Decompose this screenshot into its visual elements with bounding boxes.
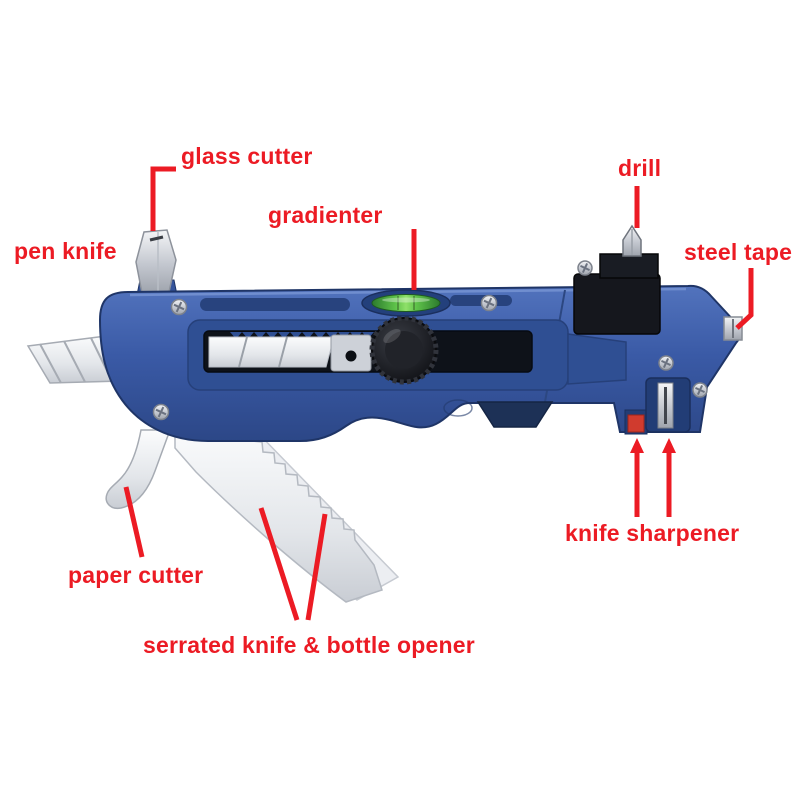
arrowhead-icon	[662, 438, 676, 453]
screw	[480, 294, 498, 312]
gradienter-vial	[361, 289, 451, 317]
screw	[658, 355, 674, 371]
locking-knob	[369, 315, 439, 385]
body-notch	[476, 401, 554, 428]
serrated-knife-blade	[174, 425, 383, 603]
drill-label: drill	[618, 155, 662, 181]
steel-tape-leader-line	[735, 268, 754, 330]
drill-bolt	[577, 260, 593, 276]
steel-tape-end	[723, 316, 743, 341]
pen-knife-label: pen knife	[14, 238, 117, 264]
glass-cutter-label: glass cutter	[181, 143, 313, 169]
drill-assembly	[573, 224, 661, 335]
serrated-knife-label: serrated knife & bottle opener	[143, 632, 475, 658]
serrated-leader-line-2	[305, 513, 328, 621]
arrowhead-icon	[630, 438, 644, 453]
knife-sharpener-label: knife sharpener	[565, 520, 740, 546]
screw	[692, 382, 708, 398]
leader-lines	[123, 166, 754, 621]
sharpener-red-insert	[627, 414, 645, 433]
glass-cutter-leader-line	[150, 166, 176, 231]
paper-cutter-blade	[105, 429, 172, 510]
gradienter-label: gradienter	[268, 202, 383, 228]
paper-cutter-label: paper cutter	[68, 562, 204, 588]
paper-cutter-leader-line	[123, 486, 145, 558]
screw	[170, 298, 188, 316]
top-groove	[200, 298, 350, 311]
snap-off-blade	[208, 336, 335, 368]
glass-cutter-head	[135, 229, 179, 301]
knife-sharpener-slot	[624, 377, 691, 435]
screw	[152, 403, 170, 421]
steel-tape-label: steel tape	[684, 239, 793, 265]
serrated-leader-line-1	[258, 507, 300, 621]
body-screws	[152, 260, 708, 421]
